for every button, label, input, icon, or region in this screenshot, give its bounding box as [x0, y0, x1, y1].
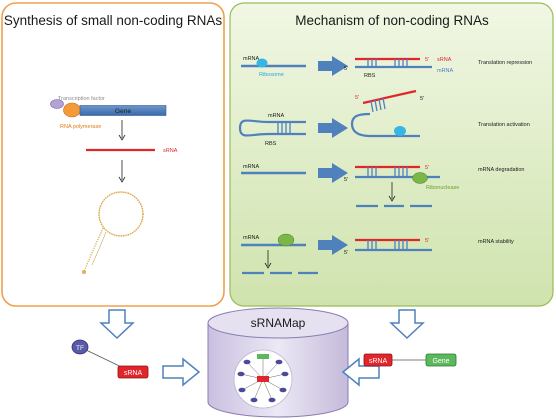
row3-down-arrow-head	[388, 195, 396, 202]
row3-label: mRNA degradation	[478, 167, 524, 173]
row2-hairpin	[238, 119, 306, 137]
gene-node	[425, 353, 457, 367]
left-down-arrow	[99, 309, 135, 340]
gene-label: Gene	[115, 108, 131, 115]
transcription-arrow-head	[118, 134, 126, 141]
right-panel: Mechanism of non-coding RNAs mRNA Riboso…	[229, 2, 554, 307]
srna-node-left	[117, 365, 149, 379]
right-down-arrow	[389, 309, 425, 340]
left-pointing-arrow	[341, 357, 380, 387]
srna-gene-relation: sRNA Gene	[363, 353, 457, 367]
row1-five-prime-bottom: 5'	[344, 66, 348, 72]
srna-node-left-label: sRNA	[124, 370, 143, 377]
row3-base-pairs	[367, 167, 408, 177]
row1-base-pairs	[367, 59, 408, 67]
srnamap-database: sRNAMap	[207, 307, 349, 418]
row3-process-arrow	[318, 163, 348, 183]
row2-opened-mrna	[350, 112, 420, 138]
mechanism-row-translation-repression: mRNA Ribosome 5' sRNA 5' RBS mRNA Transl…	[241, 56, 532, 79]
row1-mrna-right: mRNA	[437, 68, 454, 74]
row2-five-prime-red: 5'	[355, 95, 359, 101]
network-srna-node	[257, 376, 269, 382]
mechanism-row-mrna-stability: mRNA 5' 5' mRNA stability	[241, 233, 514, 275]
row2-hairpin-pairs	[277, 122, 291, 134]
mechanism-row-translation-activation: mRNA RBS 5' 5' Translation activation	[238, 89, 530, 147]
row2-srna-pairs	[370, 97, 386, 113]
srna-secondary-structure	[82, 191, 144, 274]
gene-node-label: Gene	[432, 358, 449, 365]
row4-mrna-label: mRNA	[243, 235, 260, 241]
row3-mrna-label: mRNA	[243, 164, 260, 170]
row4-ribonuclease-shape	[277, 233, 295, 247]
row4-down-arrow-head	[264, 262, 272, 269]
tf-srna-relation: TF sRNA	[71, 339, 149, 379]
database-top	[207, 307, 349, 339]
row1-five-prime-top: 5'	[425, 57, 429, 63]
left-panel: Synthesis of small non-coding RNAs Trans…	[1, 2, 225, 307]
rna-polymerase-label: RNA polymerase	[60, 124, 101, 130]
row1-mrna-left: mRNA	[243, 56, 260, 62]
srna-node-right	[363, 353, 393, 367]
network-nodes	[237, 359, 289, 403]
row3-ribonuclease-label: Ribonuclease	[426, 185, 459, 191]
row1-process-arrow	[318, 56, 348, 76]
left-panel-title: Synthesis of small non-coding RNAs	[4, 13, 223, 28]
right-panel-frame	[229, 2, 554, 307]
row2-process-arrow	[318, 118, 348, 138]
row2-mrna-label: mRNA	[268, 113, 285, 119]
right-pointing-arrow	[162, 357, 201, 387]
database-title: sRNAMap	[251, 316, 306, 330]
row3-five-prime-top: 5'	[425, 165, 429, 171]
row2-rbs-label: RBS	[265, 141, 277, 147]
network-gene-node	[257, 354, 269, 359]
tf-node	[71, 339, 89, 355]
row3-ribonuclease-shape	[412, 172, 428, 184]
row1-srna-label: sRNA	[437, 57, 452, 63]
row4-process-arrow	[318, 235, 348, 255]
srna-label: sRNA	[163, 148, 178, 154]
right-panel-title: Mechanism of non-coding RNAs	[295, 13, 489, 28]
row1-ribosome-shape	[256, 58, 268, 68]
row2-srna-line	[362, 89, 417, 105]
transcription-factor-label: Transcription factor	[58, 96, 105, 102]
row4-label: mRNA stability	[478, 239, 514, 245]
rna-polymerase-shape	[63, 102, 81, 118]
transcription-factor-shape	[50, 99, 64, 109]
row2-five-prime-blue: 5'	[420, 96, 424, 102]
left-panel-frame	[1, 2, 225, 307]
row1-label: Translation repression	[478, 60, 532, 66]
row1-ribosome-label: Ribosome	[259, 72, 284, 78]
gene-bar	[79, 105, 167, 116]
row1-rbs-label: RBS	[364, 73, 376, 79]
row4-base-pairs	[367, 240, 408, 250]
mechanism-row-mrna-degradation: mRNA 5' 5' Ribonuclease mRNA degradation	[241, 163, 524, 208]
tf-node-label: TF	[76, 345, 84, 352]
row4-five-prime-bottom: 5'	[344, 250, 348, 256]
row3-five-prime-bottom: 5'	[344, 177, 348, 183]
srna-node-right-label: sRNA	[369, 358, 388, 365]
folding-arrow-head	[118, 176, 126, 183]
row2-ribosome-shape	[394, 126, 406, 136]
row2-label: Translation activation	[478, 122, 530, 128]
row4-five-prime-top: 5'	[425, 238, 429, 244]
